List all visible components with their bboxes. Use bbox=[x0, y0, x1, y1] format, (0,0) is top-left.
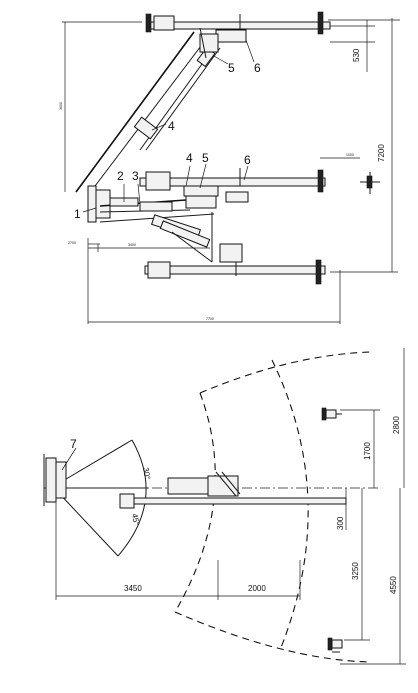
target-marker-upper bbox=[321, 407, 342, 421]
dim-2000: 2000 bbox=[248, 584, 266, 593]
label-part-3: 3 bbox=[132, 169, 139, 183]
dim-1000: 1000 bbox=[346, 153, 354, 157]
label-part-7: 7 bbox=[70, 437, 77, 451]
feed-beam-plan bbox=[123, 497, 347, 505]
coverage-sector bbox=[174, 351, 371, 663]
boom-lowered bbox=[150, 212, 243, 263]
top-view: 1 2 3 4 5 6 5 6 4 530 7200 3000 1000 270… bbox=[59, 11, 400, 324]
dim-3000: 3000 bbox=[59, 102, 63, 110]
dim-3250: 3250 bbox=[351, 562, 360, 580]
dim-3450: 3450 bbox=[124, 584, 142, 593]
dim-7200: 7200 bbox=[377, 144, 386, 162]
dim-2700: 2700 bbox=[68, 241, 76, 245]
label-part-4: 4 bbox=[186, 151, 193, 165]
dim-1700: 1700 bbox=[363, 442, 372, 460]
feed-beam-bottom bbox=[144, 259, 326, 285]
target-marker-lower bbox=[327, 637, 343, 653]
boom-raised bbox=[75, 31, 221, 193]
dim-530: 530 bbox=[352, 48, 361, 62]
target-marker-top bbox=[360, 172, 380, 194]
dim-7700: 7700 bbox=[206, 317, 214, 321]
angle-30: 30° bbox=[141, 467, 152, 480]
dim-300: 300 bbox=[336, 516, 345, 530]
label-part-4-upper: 4 bbox=[168, 119, 175, 133]
feed-beam-top bbox=[145, 11, 331, 59]
carrier-mount bbox=[43, 454, 67, 506]
label-part-5-upper: 5 bbox=[228, 61, 235, 75]
bottom-view: 7 30° 45° 3450 2000 2800 1700 300 3250 4… bbox=[43, 348, 406, 665]
label-part-6: 6 bbox=[244, 153, 251, 167]
label-part-2: 2 bbox=[117, 169, 124, 183]
dim-4550: 4550 bbox=[389, 576, 398, 594]
dim-2800: 2800 bbox=[392, 416, 401, 434]
label-part-5: 5 bbox=[202, 151, 209, 165]
label-part-1: 1 bbox=[74, 207, 81, 221]
label-part-6-upper: 6 bbox=[254, 61, 261, 75]
angle-45: 45° bbox=[130, 513, 141, 526]
feed-beam-middle bbox=[139, 168, 326, 209]
dim-3400: 3400 bbox=[128, 243, 136, 247]
